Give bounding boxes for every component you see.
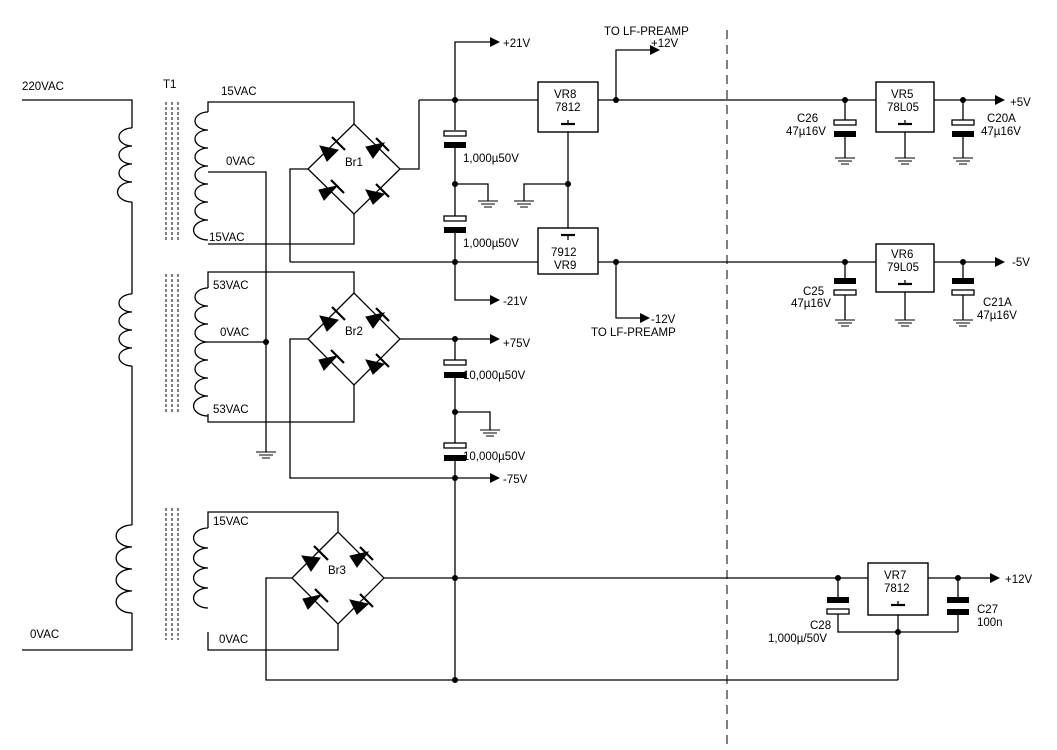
- vr5-type: 78L05: [887, 102, 919, 114]
- c-21p-label: 1,000µ50V: [463, 153, 519, 165]
- to-lf-preamp-top: TO LF-PREAMP: [604, 26, 689, 38]
- c20a-value: 47µ16V: [981, 126, 1021, 138]
- br2-label: Br2: [345, 326, 363, 338]
- rail-p75-label: +75V: [503, 338, 531, 350]
- to-lf-preamp-bottom: TO LF-PREAMP: [591, 327, 676, 339]
- w2-bottom-label: 53VAC: [213, 404, 249, 416]
- primary-0vac-label: 0VAC: [30, 629, 59, 641]
- regulator-vr5: VR5 78L05: [875, 81, 935, 133]
- bridge-br2: Br2: [307, 292, 401, 386]
- c25-ref: C25: [803, 286, 824, 298]
- w1-top-label: 15VAC: [221, 86, 257, 98]
- c-75p-label: 10,000µ50V: [463, 370, 526, 382]
- vr9-ref: VR9: [554, 260, 576, 272]
- vr7-ref: VR7: [884, 570, 906, 582]
- rail-m12-label: -12V: [651, 314, 676, 326]
- vr8-ref: VR8: [554, 89, 576, 101]
- vr6-type: 79L05: [887, 262, 919, 274]
- rail-p12-label: +12V: [651, 38, 679, 50]
- bridge-br1: Br1: [307, 123, 401, 215]
- br3-label: Br3: [328, 565, 346, 577]
- regulator-vr7: VR7 7812: [867, 562, 929, 616]
- w2-ct-label: 0VAC: [220, 327, 249, 339]
- rail-m75-label: -75V: [503, 474, 528, 486]
- regulator-vr9: 7912 VR9: [537, 227, 599, 275]
- w2-top-label: 53VAC: [213, 280, 249, 292]
- rail-m21-label: -21V: [503, 296, 528, 308]
- c27-value: 100n: [977, 617, 1003, 629]
- rail-p21-label: +21V: [503, 38, 531, 50]
- vr7-type: 7812: [884, 583, 910, 595]
- t1-label: T1: [163, 79, 176, 91]
- w1-bottom-label: 15VAC: [209, 232, 245, 244]
- br1-label: Br1: [345, 157, 363, 169]
- rail-m5-label: -5V: [1012, 257, 1030, 269]
- c28-ref: C28: [810, 620, 831, 632]
- vr8-type: 7812: [555, 102, 581, 114]
- rail-p12b-label: +12V: [1005, 574, 1033, 586]
- vr9-type: 7912: [551, 247, 577, 259]
- regulator-vr8: VR8 7812: [537, 81, 599, 133]
- w1-ct-label: 0VAC: [226, 156, 255, 168]
- c25-value: 47µ16V: [791, 298, 831, 310]
- c26-ref: C26: [797, 113, 818, 125]
- transformer-t1: T1 220VAC 0VAC 15VAC 0VAC 15VAC 53VAC 0V…: [22, 79, 257, 651]
- w3-top-label: 15VAC: [213, 516, 249, 528]
- c21a-ref: C21A: [983, 297, 1012, 309]
- ground-symbol: [256, 451, 276, 459]
- vr5-ref: VR5: [891, 89, 913, 101]
- c28-value: 1,000µ/50V: [768, 633, 827, 645]
- c-75m-label: 10,000µ50V: [463, 451, 526, 463]
- w3-bottom-label: 0VAC: [219, 634, 248, 646]
- c-21m-label: 1,000µ50V: [463, 238, 519, 250]
- primary-220vac-label: 220VAC: [22, 81, 64, 93]
- c27-ref: C27: [977, 604, 998, 616]
- regulator-vr6: VR6 79L05: [875, 243, 935, 293]
- c21a-value: 47µ16V: [977, 310, 1017, 322]
- c26-value: 47µ16V: [786, 126, 826, 138]
- rail-p5-label: +5V: [1010, 97, 1031, 109]
- bridge-br3: Br3: [291, 531, 385, 625]
- c20a-ref: C20A: [987, 113, 1016, 125]
- vr6-ref: VR6: [891, 249, 913, 261]
